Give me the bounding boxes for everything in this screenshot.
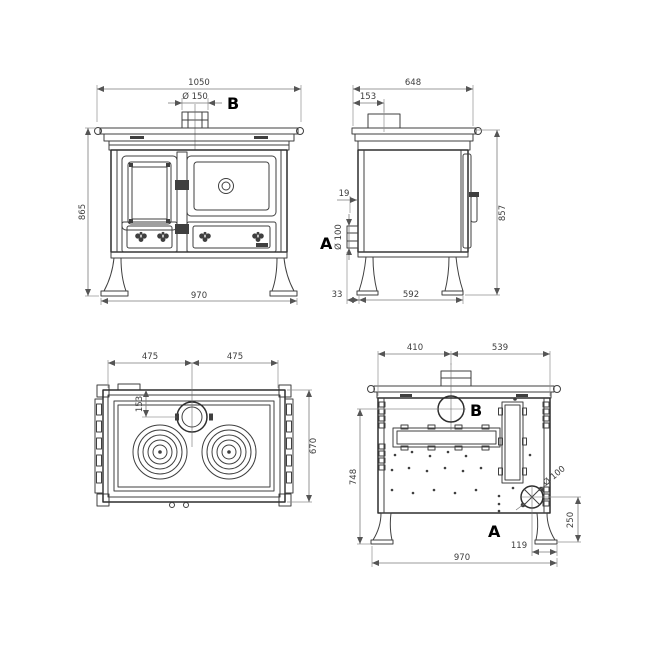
hotplate-right xyxy=(201,424,257,480)
front-view: 1050 Ø 150 B 865 970 xyxy=(78,78,304,305)
rear-bracket-horizontal xyxy=(392,424,501,451)
dim-rear-lower-flue-offset: 119 xyxy=(511,541,527,551)
rear-flue-collar-icon xyxy=(440,363,472,430)
dim-side-flue-offset: 153 xyxy=(360,92,376,102)
dim-side-rear-leg-offset: 33 xyxy=(332,290,343,300)
rear-view: B xyxy=(349,343,581,567)
dim-side-height: 857 xyxy=(498,205,508,221)
label-rear-lower-flue-A: A xyxy=(488,522,501,541)
front-dimensions: 1050 Ø 150 B 865 970 xyxy=(78,78,302,305)
side-leg-front xyxy=(444,256,464,292)
front-leg-left xyxy=(103,257,127,292)
label-flue-B: B xyxy=(227,94,239,113)
side-leg-rear xyxy=(358,256,378,292)
dim-side-overall-depth: 648 xyxy=(405,78,421,88)
rear-finial-left-icon xyxy=(367,385,375,393)
rear-rivets xyxy=(390,397,532,513)
side-dimensions: 648 153 857 19 Ø 100 A 33 592 xyxy=(320,78,508,304)
dim-front-height: 865 xyxy=(78,204,88,220)
dim-front-overall-width: 1050 xyxy=(188,78,210,88)
dim-side-leg-span: 592 xyxy=(403,290,419,300)
dim-top-depth: 670 xyxy=(309,438,319,454)
label-rear-top-flue-B: B xyxy=(470,401,482,420)
rear-leg-left xyxy=(372,512,393,541)
top-view: 475 475 153 670 xyxy=(94,352,319,508)
dim-rear-lower-flue-diameter: Ø 100 xyxy=(541,463,568,488)
side-rail-right xyxy=(284,398,294,494)
dim-front-base-width: 970 xyxy=(191,291,207,301)
front-leg-right xyxy=(271,257,295,292)
finial-right-icon xyxy=(296,127,304,135)
dim-front-flue-diameter: Ø 150 xyxy=(182,91,208,102)
dim-rear-base-width: 970 xyxy=(454,553,470,563)
top-dimensions: 475 475 153 670 xyxy=(107,352,319,503)
rear-finial-right-icon xyxy=(553,385,561,393)
dim-rear-offset-right: 539 xyxy=(492,343,508,353)
dim-rear-height: 748 xyxy=(349,469,359,485)
dim-rear-offset-left: 410 xyxy=(407,343,423,353)
label-rear-flue-A: A xyxy=(320,234,333,253)
dim-side-rear-flue-diameter: Ø 100 xyxy=(333,224,344,250)
dim-rear-lower-flue-drop: 250 xyxy=(566,512,576,528)
firebox-door xyxy=(121,155,178,231)
hotplate-left xyxy=(132,424,188,480)
dim-top-flue-offset: 153 xyxy=(135,396,145,412)
drawer-right xyxy=(186,221,277,253)
dim-side-rear-gap: 19 xyxy=(339,189,350,199)
top-flue-ring xyxy=(142,363,213,447)
dim-top-half-right: 475 xyxy=(227,352,243,362)
rear-bracket-vertical xyxy=(498,401,527,484)
rear-leg-right xyxy=(535,512,556,541)
side-finial-icon xyxy=(474,127,482,135)
dim-top-half-left: 475 xyxy=(142,352,158,362)
rear-flue-lower-circle xyxy=(520,485,544,509)
oven-thermometer-icon xyxy=(218,178,234,194)
side-view: 648 153 857 19 Ø 100 A 33 592 xyxy=(320,78,508,304)
drawer-left xyxy=(121,221,178,253)
top-chimney-tab xyxy=(117,383,141,391)
door-handle-icon xyxy=(469,192,479,223)
finial-left-icon xyxy=(94,127,102,135)
oven-door xyxy=(186,155,277,217)
side-rail-left xyxy=(94,398,104,494)
